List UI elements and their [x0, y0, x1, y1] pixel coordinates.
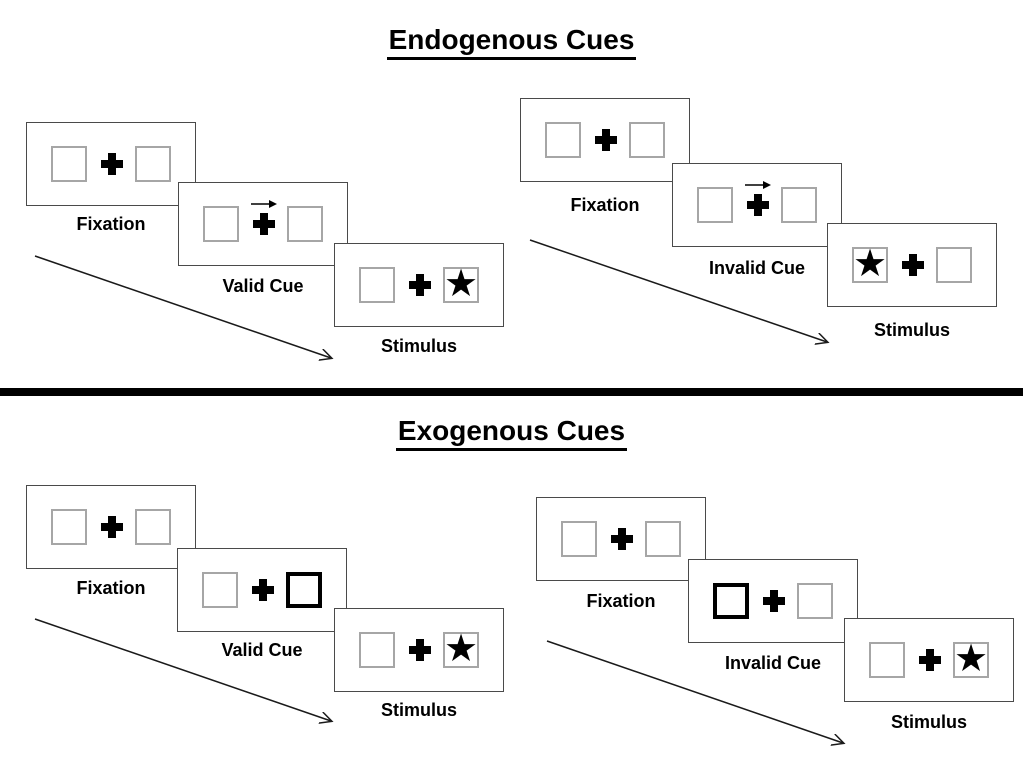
exo-valid-stimulus-panel: ★ — [334, 608, 504, 692]
left-box — [203, 206, 239, 242]
endo-valid-fixation-panel — [26, 122, 196, 206]
endogenous-title-text: Endogenous Cues — [386, 24, 637, 61]
left-box — [202, 572, 238, 608]
exogenous-title-text: Exogenous Cues — [395, 415, 628, 452]
panel-label: Stimulus — [380, 336, 457, 356]
timeline-arrow-endogenous-invalid — [529, 239, 827, 342]
exogenous-title: Exogenous Cues — [0, 415, 1023, 452]
star-stimulus-icon: ★ — [443, 263, 479, 305]
right-box — [135, 146, 171, 182]
panel-label: Stimulus — [890, 712, 967, 732]
fixation-cross-icon — [919, 649, 941, 671]
star-stimulus-icon: ★ — [852, 243, 888, 285]
right-box — [629, 122, 665, 158]
left-box — [51, 146, 87, 182]
star-stimulus-icon: ★ — [443, 628, 479, 670]
fixation-cross-icon — [747, 194, 769, 216]
section-divider — [0, 388, 1023, 396]
left-box — [359, 632, 395, 668]
fixation-cross-icon — [252, 579, 274, 601]
left-box — [561, 521, 597, 557]
panel-label: Invalid Cue — [724, 653, 822, 673]
endo-invalid-stimulus-panel: ★ — [827, 223, 997, 307]
exo-invalid-fixation-panel — [536, 497, 706, 581]
endo-invalid-cue-panel — [672, 163, 842, 247]
right-box: ★ — [443, 263, 479, 305]
panel-label: Valid Cue — [222, 276, 304, 296]
cue-right-arrow-icon — [745, 181, 771, 189]
panel-label: Stimulus — [380, 700, 457, 720]
fixation-cross-icon — [409, 274, 431, 296]
fixation-cross-icon — [902, 254, 924, 276]
right-box: ★ — [443, 628, 479, 670]
endogenous-title: Endogenous Cues — [0, 24, 1023, 61]
highlighted-cue-box — [286, 572, 322, 608]
star-stimulus-icon: ★ — [953, 638, 989, 680]
panel-label: Valid Cue — [221, 640, 303, 660]
right-box — [797, 583, 833, 619]
panel-label: Stimulus — [873, 320, 950, 340]
fixation-cross-icon — [253, 213, 275, 235]
cue-right-arrow-icon — [251, 200, 277, 208]
exo-valid-fixation-panel — [26, 485, 196, 569]
fixation-cross-icon — [595, 129, 617, 151]
endo-invalid-fixation-panel — [520, 98, 690, 182]
left-box — [51, 509, 87, 545]
right-box — [936, 247, 972, 283]
panel-label: Fixation — [76, 578, 146, 598]
panel-label: Fixation — [76, 214, 146, 234]
timeline-arrow-endogenous-valid — [34, 255, 331, 358]
fixation-cross-icon — [409, 639, 431, 661]
fixation-cross-icon — [101, 153, 123, 175]
left-box — [869, 642, 905, 678]
highlighted-cue-box — [713, 583, 749, 619]
exo-valid-cue-panel — [177, 548, 347, 632]
right-box: ★ — [953, 638, 989, 680]
panel-label: Invalid Cue — [708, 258, 806, 278]
exo-invalid-cue-panel — [688, 559, 858, 643]
panel-label: Fixation — [586, 591, 656, 611]
timeline-arrow-exogenous-valid — [34, 618, 331, 721]
fixation-cross-icon — [763, 590, 785, 612]
panel-label: Fixation — [570, 195, 640, 215]
left-box: ★ — [852, 243, 888, 285]
timeline-arrow-exogenous-invalid — [546, 640, 843, 743]
endo-valid-cue-panel — [178, 182, 348, 266]
right-box — [645, 521, 681, 557]
left-box — [359, 267, 395, 303]
fixation-cross-icon — [611, 528, 633, 550]
right-box — [135, 509, 171, 545]
right-box — [287, 206, 323, 242]
endo-valid-stimulus-panel: ★ — [334, 243, 504, 327]
left-box — [697, 187, 733, 223]
exo-invalid-stimulus-panel: ★ — [844, 618, 1014, 702]
right-box — [781, 187, 817, 223]
left-box — [545, 122, 581, 158]
fixation-cross-icon — [101, 516, 123, 538]
